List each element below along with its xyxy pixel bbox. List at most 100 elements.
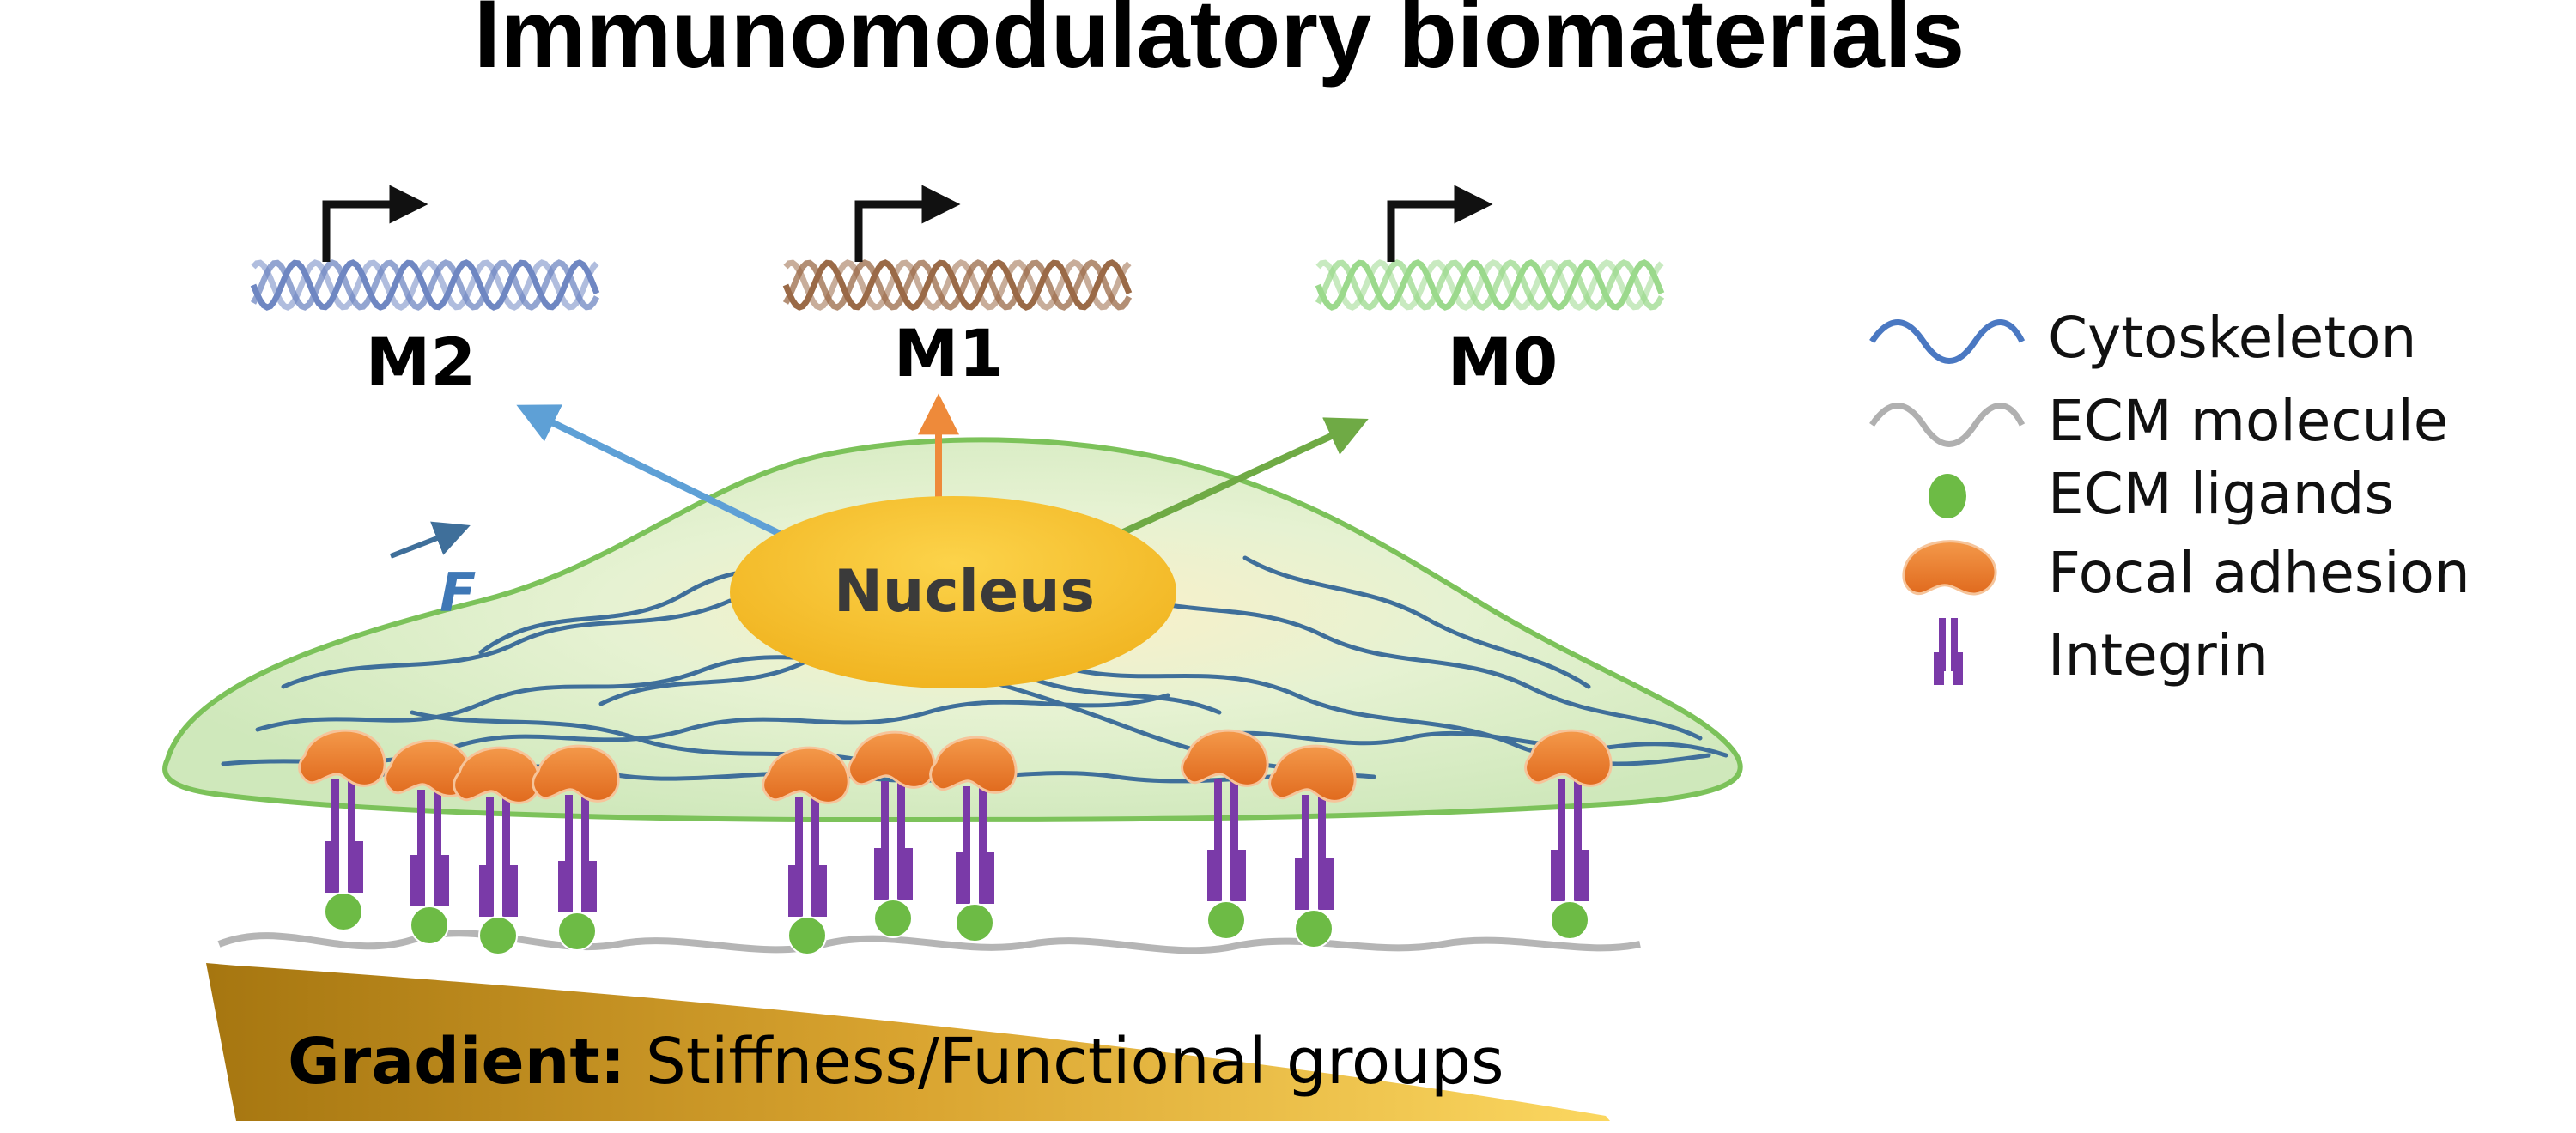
integrin-stalk [1230, 779, 1238, 901]
dna-helix-m0 [1315, 259, 1665, 311]
integrin-stalk [1302, 795, 1309, 910]
integrin-foot [505, 865, 518, 917]
adhesion-complex [453, 746, 541, 955]
adhesion-complex [762, 746, 850, 955]
integrin-foot [1233, 850, 1246, 901]
integrin-stalk [811, 797, 819, 917]
integrin-foot [436, 855, 449, 906]
integrin-stalk [963, 786, 970, 904]
focal-adhesion [929, 736, 1018, 794]
integrin-stalk [1558, 779, 1565, 901]
integrin-foot [956, 852, 969, 904]
legend-label-ecm-ligands: ECM ligands [2048, 461, 2394, 527]
ecm-ligand [1550, 900, 1589, 940]
integrin-foot [558, 861, 571, 912]
integrin-stalk [1574, 779, 1582, 901]
integrin-stalk [795, 797, 803, 917]
orange-blob-icon [1902, 540, 1997, 596]
integrin-foot [410, 855, 423, 906]
integrin-foot [1551, 850, 1564, 901]
legend-label-focal-adhesion: Focal adhesion [2048, 540, 2470, 606]
integrin-stalk [417, 790, 425, 906]
nucleus-label: Nucleus [834, 558, 1095, 626]
phenotype-label-m2: M2 [366, 324, 477, 400]
dna-strand [1315, 259, 1665, 311]
integrin-foot [981, 852, 994, 904]
integrin-stalk [881, 781, 889, 900]
legend-label-cytoskeleton: Cytoskeleton [2048, 305, 2416, 371]
page-title: Immunomodulatory biomaterials [474, 0, 1965, 88]
integrin-foot [325, 841, 337, 893]
ecm-ligand [324, 892, 363, 931]
dna-strand [251, 259, 599, 311]
adhesion-complex [298, 729, 386, 931]
force-arrow [389, 521, 471, 559]
integrin-foot [874, 848, 887, 900]
integrin-foot [814, 865, 827, 917]
legend: Cytoskeleton ECM molecule ECM ligands Fo… [1869, 305, 2470, 688]
integrin-stalk [581, 795, 589, 912]
gradient-label-bold: Gradient: [288, 1025, 625, 1099]
legend-label-ecm-molecule: ECM molecule [2048, 388, 2448, 454]
integrin-foot [479, 865, 492, 917]
dna-helix-m2 [250, 259, 600, 311]
integrin-foot [584, 861, 597, 912]
integrin-foot [1321, 858, 1334, 910]
dna-strand [782, 259, 1133, 311]
promoter-arrow-m1 [854, 185, 961, 262]
ecm-ligand [557, 912, 597, 951]
focal-adhesion [298, 729, 386, 787]
integrin-foot [1295, 858, 1308, 910]
nucleus [730, 496, 1176, 688]
adhesion-complexes [298, 729, 1613, 955]
integrin-foot [1207, 850, 1220, 901]
gradient-label-rest: Stiffness/Functional groups [625, 1025, 1504, 1099]
dna-strand [1315, 259, 1664, 311]
ecm-ligand [1294, 909, 1334, 948]
integrin-stalk [348, 779, 355, 893]
purple-integrin-icon [1934, 618, 1963, 685]
adhesion-complex [384, 739, 472, 945]
dna-strand [250, 259, 600, 311]
gradient-bar [206, 963, 1610, 1121]
focal-adhesion [532, 744, 620, 803]
promoter-arrow-m0 [1387, 185, 1493, 262]
adhesion-complex [1524, 729, 1613, 940]
adhesion-complex [532, 744, 620, 951]
adhesion-complex [848, 730, 936, 938]
integrin-stalk [502, 797, 510, 917]
legend-label-integrin: Integrin [2048, 622, 2269, 688]
arrow-to-m0 [1084, 417, 1369, 553]
focal-adhesion [453, 746, 541, 804]
force-label: F [440, 561, 476, 624]
adhesion-complex [1268, 744, 1357, 948]
phenotype-label-m0: M0 [1448, 324, 1558, 400]
focal-adhesion [1268, 744, 1357, 803]
focal-adhesion [1524, 729, 1613, 787]
adhesion-complex [929, 736, 1018, 942]
integrin-stalk [565, 795, 573, 912]
ecm-ligand [478, 916, 518, 955]
focal-adhesion [762, 746, 850, 804]
ecm-ligand [787, 916, 827, 955]
dna-helix-m1 [782, 259, 1133, 311]
integrin-foot [350, 841, 363, 893]
phenotype-label-m1: M1 [894, 315, 1005, 391]
ecm-ligand [410, 906, 449, 945]
integrin-foot [900, 848, 913, 900]
gray-wave-icon [1869, 403, 2026, 447]
ecm-ligand [1206, 900, 1246, 940]
dna-strand [783, 259, 1132, 311]
gradient-label: Gradient: Stiffness/Functional groups [288, 1025, 1504, 1099]
integrin-stalk [486, 797, 494, 917]
adhesion-complex [1181, 729, 1269, 940]
focal-adhesion [1181, 729, 1269, 787]
integrin-stalk [434, 790, 441, 906]
integrin-stalk [897, 781, 905, 900]
integrin-stalk [331, 779, 339, 893]
focal-adhesion [848, 730, 936, 789]
focal-adhesion [384, 739, 472, 797]
ecm-ligand [873, 899, 913, 938]
blue-wave-icon [1869, 319, 2026, 364]
